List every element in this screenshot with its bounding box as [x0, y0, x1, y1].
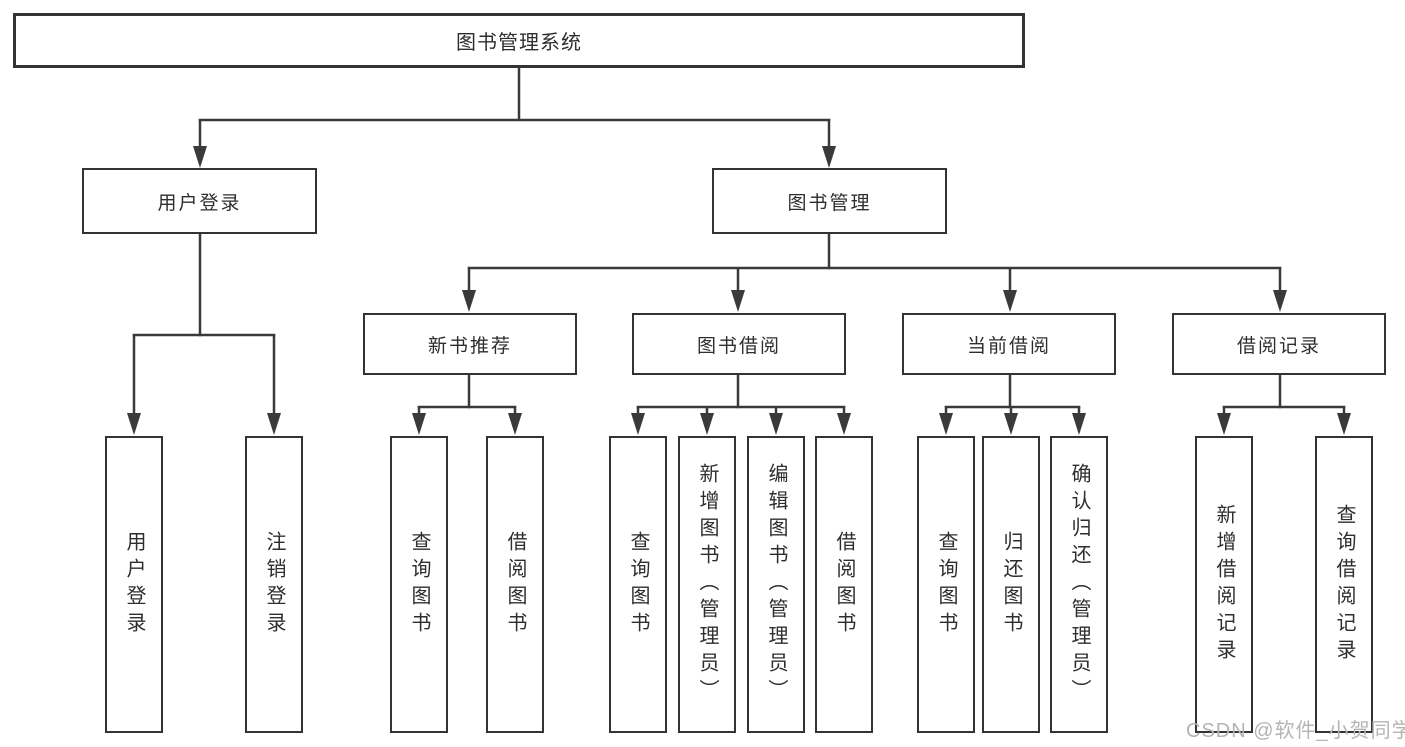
leaf-label: 查询图书	[408, 530, 430, 639]
csdn-watermark: CSDN @软件_小贺同学	[1186, 720, 1405, 742]
leaf-label: 编辑图书（管理员）	[765, 463, 787, 706]
leaf-label: 新增借阅记录	[1213, 503, 1235, 666]
leaf-borrow-books-recommend: 借阅图书	[486, 436, 544, 733]
leaf-edit-books-admin: 编辑图书（管理员）	[747, 436, 805, 733]
leaf-label: 借阅图书	[833, 530, 855, 639]
leaf-user-login: 用户登录	[105, 436, 163, 733]
node-borrow-records: 借阅记录	[1172, 313, 1386, 375]
leaf-confirm-return-admin: 确认归还（管理员）	[1050, 436, 1108, 733]
node-new-book-recommend: 新书推荐	[363, 313, 577, 375]
leaf-query-books-current: 查询图书	[917, 436, 975, 733]
node-book-borrow: 图书借阅	[632, 313, 846, 375]
node-user-login: 用户登录	[82, 168, 317, 234]
leaf-query-books-borrow: 查询图书	[609, 436, 667, 733]
node-current-borrow: 当前借阅	[902, 313, 1116, 375]
leaf-label: 注销登录	[263, 530, 285, 639]
node-label: 图书管理	[787, 192, 872, 214]
node-root-system: 图书管理系统	[13, 13, 1025, 68]
leaf-label: 查询图书	[627, 530, 649, 639]
node-label: 当前借阅	[966, 335, 1051, 357]
leaf-logout: 注销登录	[245, 436, 303, 733]
leaf-query-borrow-record: 查询借阅记录	[1315, 436, 1373, 733]
node-book-management: 图书管理	[712, 168, 947, 234]
node-root-label: 图书管理系统	[456, 32, 582, 54]
leaf-label: 借阅图书	[504, 530, 526, 639]
node-label: 用户登录	[157, 192, 242, 214]
leaf-label: 查询图书	[935, 530, 957, 639]
leaf-label: 查询借阅记录	[1333, 503, 1355, 666]
leaf-label: 确认归还（管理员）	[1068, 463, 1090, 706]
leaf-add-books-admin: 新增图书（管理员）	[678, 436, 736, 733]
leaf-borrow-books: 借阅图书	[815, 436, 873, 733]
leaf-label: 新增图书（管理员）	[696, 463, 718, 706]
arrowheads	[127, 146, 1351, 435]
node-label: 借阅记录	[1236, 335, 1321, 357]
node-label: 图书借阅	[696, 335, 781, 357]
leaf-add-borrow-record: 新增借阅记录	[1195, 436, 1253, 733]
leaf-return-books: 归还图书	[982, 436, 1040, 733]
leaf-query-books-recommend: 查询图书	[390, 436, 448, 733]
node-label: 新书推荐	[427, 335, 512, 357]
leaf-label: 用户登录	[123, 530, 145, 639]
leaf-label: 归还图书	[1000, 530, 1022, 639]
